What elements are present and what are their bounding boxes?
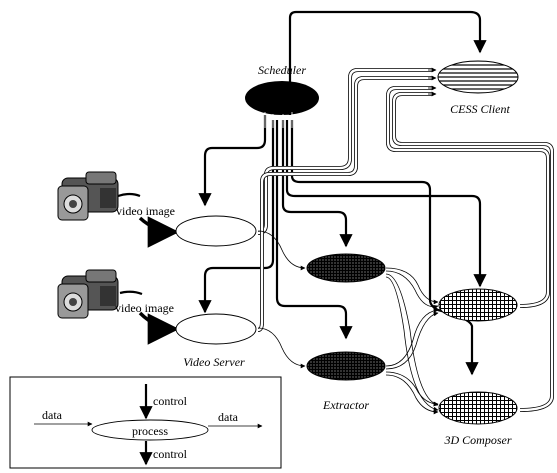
video-server-label: Video Server [183,355,245,369]
control-arrow-video-server-1 [198,115,267,207]
camera-1-feed-arrow [117,192,141,198]
control-arrow-composer-2 [290,120,479,376]
legend-process-node [91,419,209,441]
data-lines [257,230,439,415]
video-image-1-label: video image [116,204,175,218]
extractor-1-node[interactable] [306,253,386,283]
data-line-vs1-extractor1 [257,230,306,271]
composer-label: 3D Composer [443,433,511,447]
control-arrow-cess [288,10,487,115]
data-lines-to-cess [257,67,554,412]
control-arrow-extractor-2 [275,120,353,340]
legend-control-out-label: control [153,447,188,461]
control-arrow-composer-1 [285,120,487,288]
legend: process control control data data [9,376,282,469]
camera-1-icon [57,171,119,221]
composer-1-node[interactable] [438,288,518,322]
scheduler-node[interactable] [245,81,319,128]
extractor-2-node[interactable] [306,351,386,381]
video-server-2-node[interactable] [175,313,257,345]
control-arrow-video-server-2 [198,120,275,314]
scheduler-label: Scheduler [258,63,306,77]
video-image-2-arrow [138,311,180,345]
camera-2-icon [57,269,119,319]
control-arrows [198,10,487,376]
video-image-2-label: video image [115,301,174,315]
data-line-vs2-extractor2 [257,327,306,369]
cess-client-label: CESS Client [450,102,510,116]
video-image-1-arrow [138,216,180,248]
composer-2-node[interactable] [438,391,518,425]
extractor-label: Extractor [322,398,369,412]
camera-2-feed-arrow [119,290,143,296]
legend-data-out-label: data [218,410,239,424]
legend-process-label: process [132,424,168,438]
scheduler-ports [264,112,293,128]
cess-client-node[interactable] [437,60,519,94]
legend-control-in-label: control [153,394,188,408]
legend-data-in-label: data [42,408,63,422]
video-server-1-node[interactable] [175,215,257,247]
control-arrow-extractor-1 [281,120,353,248]
